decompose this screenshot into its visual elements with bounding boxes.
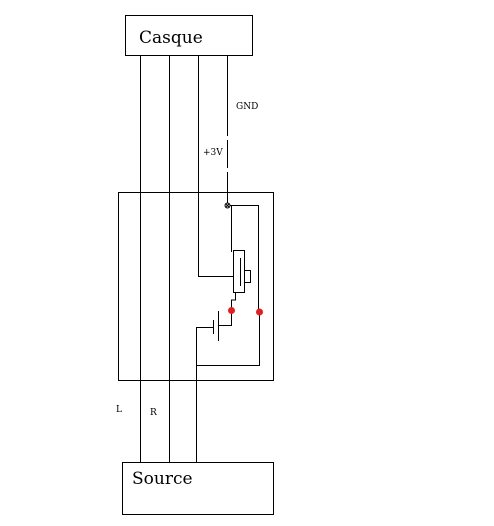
source-label: Source — [132, 469, 193, 489]
jack-switch-tab — [244, 270, 251, 283]
wire-node-right — [230, 205, 259, 310]
wire-switch-contact — [231, 292, 236, 310]
gnd-label: GND — [236, 102, 258, 112]
casque-box — [125, 15, 253, 56]
junction-cross-b — [225, 203, 230, 208]
wire-battery-source — [196, 327, 214, 462]
contact-dot-left — [228, 307, 235, 314]
right-channel-label: R — [150, 408, 157, 418]
wire-contact-battery — [218, 313, 232, 326]
contact-dot-right — [256, 308, 263, 316]
casque-label: Casque — [139, 28, 203, 48]
source-box — [122, 462, 274, 515]
left-channel-label: L — [116, 405, 122, 415]
jack-switch-body — [233, 250, 245, 293]
plus3v-label: +3V — [203, 148, 223, 158]
enclosure-box — [118, 192, 274, 381]
wire-plus3v — [198, 56, 233, 277]
wire-contact-return — [196, 313, 260, 366]
